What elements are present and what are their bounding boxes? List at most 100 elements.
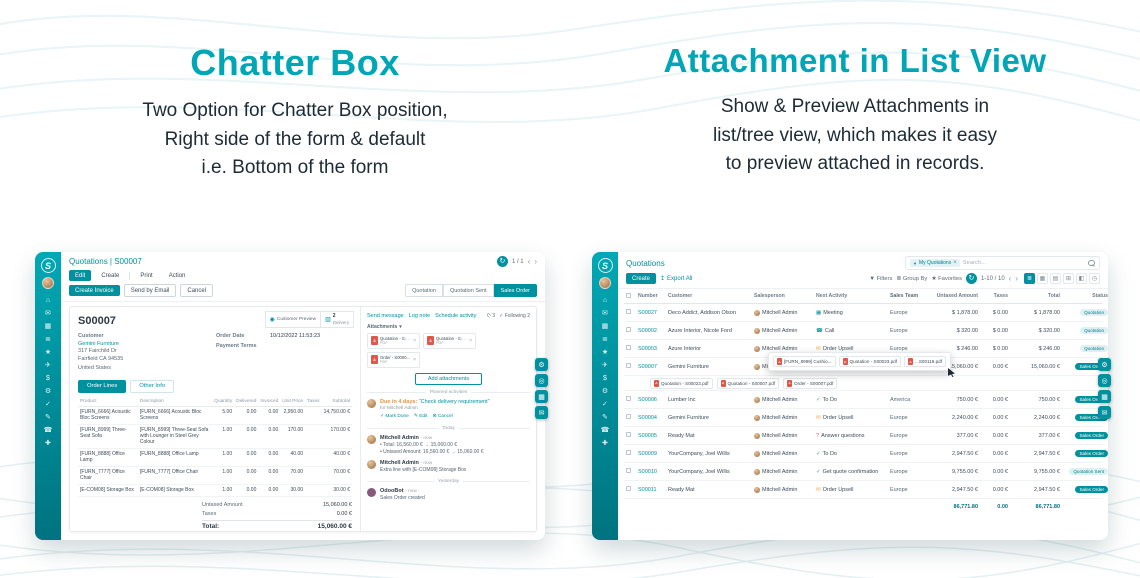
activity-type-icon[interactable]: ? — [816, 432, 820, 439]
remove-attachment-icon[interactable]: × — [413, 356, 416, 363]
sidebar-menu-icon[interactable]: ≣ — [602, 336, 608, 343]
column-header[interactable]: Next Activity — [816, 293, 848, 299]
sidebar-menu-icon[interactable]: ⚙ — [44, 388, 52, 395]
row-checkbox[interactable] — [626, 450, 631, 455]
export-all-button[interactable]: ↥ Export All — [660, 275, 693, 283]
sidebar-menu-icon[interactable]: ✉ — [602, 310, 608, 317]
product-cell[interactable]: [FURN_6666] Acoustic Bloc Screens — [78, 406, 138, 425]
chevron-down-icon[interactable]: ▾ — [399, 324, 402, 330]
prev-record-button[interactable]: ‹ — [527, 256, 531, 266]
sidebar-menu-icon[interactable]: ⚙ — [601, 388, 609, 395]
sidebar-menu-icon[interactable]: ☎ — [600, 427, 610, 434]
column-header[interactable]: Salesperson — [754, 293, 785, 299]
sidebar-menu-icon[interactable]: ✉ — [45, 310, 51, 317]
search-bar[interactable]: ▼ My Quotations × Search... — [905, 256, 1100, 270]
customer-preview-button[interactable]: ◉ Customer Preview — [264, 311, 322, 328]
sidebar-menu-icon[interactable]: ▦ — [601, 323, 609, 330]
sidebar-menu-icon[interactable]: $ — [46, 375, 50, 382]
sidebar-menu-icon[interactable]: ≣ — [45, 336, 51, 343]
refresh-button[interactable]: ↻ — [965, 273, 977, 284]
quotation-row[interactable]: S00011 Ready Mat Mitchell Admin ✉Order U… — [624, 481, 1108, 499]
product-cell[interactable]: [FURN_7777] Office Chair — [78, 466, 138, 485]
attachment-chip[interactable]: A ...S00119.pdf — [904, 356, 947, 367]
column-header[interactable]: Unit Price — [280, 396, 306, 407]
breadcrumb[interactable]: Quotations — [626, 258, 665, 268]
row-checkbox[interactable] — [626, 345, 631, 350]
attachment-chip[interactable]: A Quotation - S00023.pdf — [650, 377, 713, 389]
activity-title-link[interactable]: “Check delivery requirement” — [418, 398, 490, 405]
view-switch-button[interactable]: ▦ — [1037, 273, 1048, 284]
app-logo[interactable]: S — [40, 258, 56, 273]
remove-attachment-icon[interactable]: × — [413, 337, 416, 344]
attachment-chip[interactable]: A Order - S00007.pdfPDF × — [367, 351, 420, 368]
create-button[interactable]: Create — [626, 273, 657, 284]
mark-done-button[interactable]: ✓ Mark Done — [380, 414, 409, 420]
remove-attachment-icon[interactable]: × — [469, 337, 472, 344]
column-header[interactable]: Untaxed Amount — [936, 293, 978, 299]
create-button[interactable]: Create — [95, 270, 125, 281]
product-cell[interactable]: [FURN_8999] Three-Seat Sofa — [78, 424, 138, 449]
favorites-button[interactable]: ★ Favorites — [931, 275, 962, 282]
prev-page-button[interactable]: ‹ — [1008, 273, 1012, 283]
side-tool-button[interactable]: ⚙ — [1098, 358, 1111, 371]
sidebar-menu-icon[interactable]: ✎ — [602, 414, 608, 421]
column-header[interactable]: Delivered — [234, 396, 259, 407]
column-header[interactable]: Number — [638, 293, 658, 299]
quotation-row[interactable]: S00006 Lumber Inc Mitchell Admin ✓To Do … — [624, 391, 1108, 409]
tab-order-lines[interactable]: Order Lines — [78, 379, 127, 393]
column-header[interactable]: Sales Team — [890, 293, 919, 299]
order-line-row[interactable]: [E-COM08] Storage Box [E-COM08] Storage … — [78, 484, 352, 497]
print-button[interactable]: Print — [134, 270, 158, 281]
send-message-button[interactable]: Send message — [367, 312, 404, 319]
action-button[interactable]: Action — [163, 270, 192, 281]
activity-type-icon[interactable]: ✓ — [816, 468, 821, 475]
row-checkbox[interactable] — [626, 486, 631, 491]
app-logo[interactable]: S — [597, 258, 613, 273]
sidebar-menu-icon[interactable]: ✚ — [602, 440, 608, 447]
followers-button[interactable]: ✓ Following 2 — [499, 312, 530, 319]
next-page-button[interactable]: › — [1015, 273, 1018, 283]
column-header[interactable]: Product — [78, 396, 138, 407]
row-checkbox[interactable] — [626, 327, 631, 332]
activity-type-icon[interactable]: ☎ — [816, 327, 823, 334]
cancel-button[interactable]: Cancel — [180, 284, 214, 297]
column-header[interactable]: Status — [1092, 293, 1108, 299]
sidebar-menu-icon[interactable]: ✎ — [45, 414, 51, 421]
order-line-row[interactable]: [FURN_8888] Office Lamp [FURN_8888] Offi… — [78, 448, 352, 467]
add-attachments-button[interactable]: Add attachments — [414, 372, 483, 385]
attachment-chip[interactable]: A Quotation - S00013.pdfPDF × — [423, 333, 476, 349]
remove-facet-icon[interactable]: × — [953, 260, 957, 266]
order-line-row[interactable]: [FURN_7777] Office Chair [FURN_7777] Off… — [78, 466, 352, 485]
row-checkbox[interactable] — [626, 432, 631, 437]
sidebar-menu-icon[interactable]: ★ — [44, 349, 52, 356]
edit-button[interactable]: Edit — [69, 270, 92, 281]
quotation-row[interactable]: S00027 Deco Addict, Addison Olson Mitche… — [624, 304, 1108, 322]
view-switch-button[interactable]: ◧ — [1076, 273, 1087, 284]
sidebar-menu-icon[interactable]: ⌂ — [45, 297, 51, 304]
activity-type-icon[interactable]: ▦ — [816, 309, 822, 316]
order-line-row[interactable]: [FURN_8999] Three-Seat Sofa [FURN_8999] … — [78, 424, 352, 449]
quotation-row[interactable]: S00004 Gemini Furniture Mitchell Admin ✉… — [624, 409, 1108, 427]
attachment-count-button[interactable]: ⊂ 3 — [484, 311, 496, 320]
activity-type-icon[interactable]: ✓ — [816, 450, 821, 457]
attachment-chip[interactable]: A Order - S00007.pdf — [783, 377, 838, 389]
sidebar-menu-icon[interactable]: ⌂ — [602, 297, 608, 304]
sidebar-menu-icon[interactable]: ✈ — [602, 362, 608, 369]
side-tool-button[interactable]: ✉ — [1098, 406, 1111, 419]
attachment-chip[interactable]: A [FURN_8999] Cushio... — [773, 356, 836, 367]
column-header[interactable]: Taxes — [305, 396, 322, 407]
sidebar-menu-icon[interactable]: ✈ — [45, 362, 51, 369]
quotation-row[interactable]: S00005 Ready Mat Mitchell Admin ?Answer … — [624, 427, 1108, 445]
select-all-checkbox[interactable] — [626, 292, 631, 298]
product-cell[interactable]: [E-COM08] Storage Box — [78, 484, 138, 497]
breadcrumb[interactable]: Quotations | S00007 — [69, 257, 142, 266]
row-checkbox[interactable] — [626, 363, 631, 368]
row-checkbox[interactable] — [626, 414, 631, 419]
stage-pill[interactable]: Quotation — [405, 284, 443, 297]
sidebar-menu-icon[interactable]: $ — [603, 375, 607, 382]
refresh-button[interactable]: ↻ — [496, 256, 508, 267]
order-line-row[interactable]: [FURN_6666] Acoustic Bloc Screens [FURN_… — [78, 406, 352, 425]
customer-link[interactable]: Gemini Furniture — [78, 341, 119, 347]
activity-type-icon[interactable]: ✉ — [816, 345, 821, 352]
quotation-row[interactable]: S00009 YourCompany, Joel Willis Mitchell… — [624, 445, 1108, 463]
